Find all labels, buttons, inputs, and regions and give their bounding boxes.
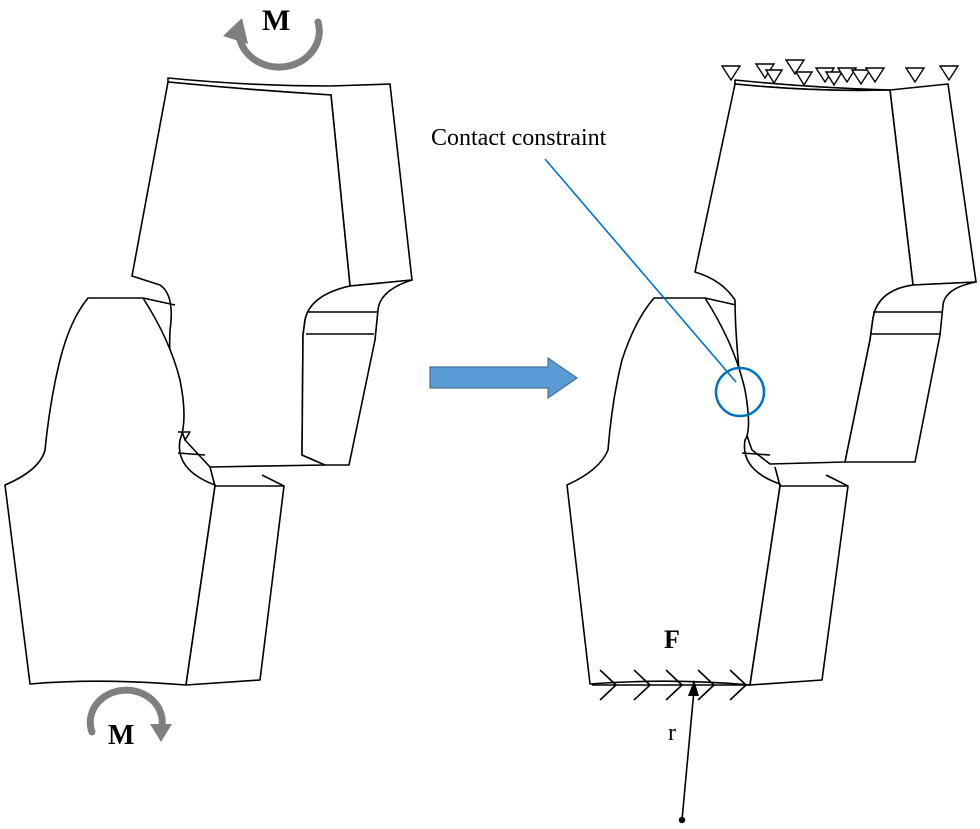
right-gear-pair — [566, 79, 977, 686]
left-upper-tooth — [131, 77, 413, 468]
contact-constraint-callout: Contact constraint — [431, 125, 766, 418]
transform-arrow — [429, 356, 579, 400]
force-label: F — [664, 625, 680, 654]
moment-arrow-bottom: M — [86, 686, 172, 751]
radius-label: r — [668, 720, 676, 746]
radius-indicator: r — [668, 680, 699, 824]
fixed-support-markers — [720, 59, 960, 87]
right-lower-tooth — [566, 297, 849, 686]
moment-label-bottom: M — [108, 720, 134, 751]
moment-arrow-top: M — [223, 4, 323, 71]
center-point — [678, 816, 686, 824]
left-lower-tooth — [4, 297, 285, 686]
contact-constraint-label: Contact constraint — [431, 125, 607, 151]
force-load-markers: F — [592, 625, 750, 701]
moment-label-top: M — [262, 4, 290, 37]
left-gear-pair — [4, 77, 413, 686]
contact-circle — [714, 366, 766, 418]
